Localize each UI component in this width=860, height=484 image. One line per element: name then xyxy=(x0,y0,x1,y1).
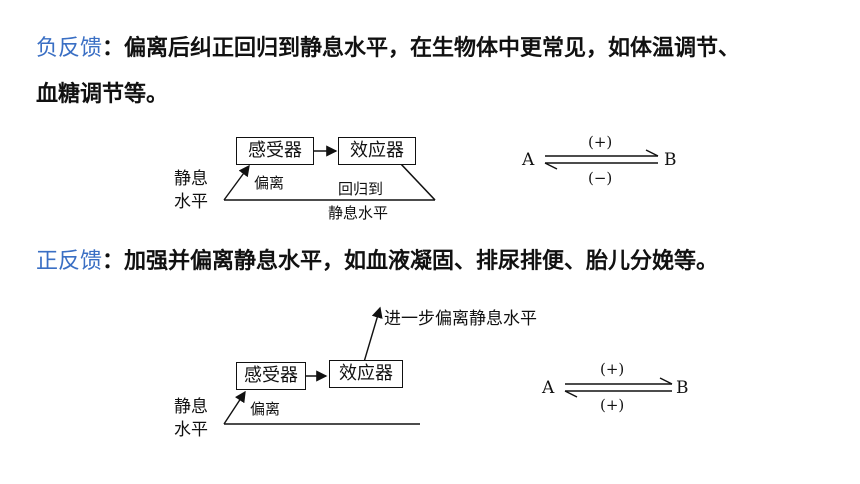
positive-eq-b: B xyxy=(676,378,689,398)
negative-rest-label-2: 水平 xyxy=(174,192,208,212)
negative-feedback-line-1: 负反馈：偏离后纠正回归到静息水平，在生物体中更常见，如体温调节、 xyxy=(36,30,740,62)
negative-feedback-line-2: 血糖调节等。 xyxy=(36,82,169,107)
positive-eq-bottom: (+) xyxy=(600,396,625,414)
positive-eq-a: A xyxy=(542,378,555,398)
negative-receptor-box: 感受器 xyxy=(236,137,314,165)
negative-return-label: 回归到 xyxy=(338,180,384,198)
positive-further-label: 进一步偏离静息水平 xyxy=(384,309,537,329)
positive-rest-label-1: 静息 xyxy=(174,397,208,417)
positive-equilibrium-arrows xyxy=(564,377,673,398)
negative-effector-box: 效应器 xyxy=(338,137,416,165)
positive-receptor-box: 感受器 xyxy=(236,362,306,390)
negative-feedback-loop xyxy=(223,145,436,201)
negative-eq-bottom: (−) xyxy=(588,169,613,187)
positive-feedback-loop xyxy=(223,306,420,425)
negative-eq-top: (+) xyxy=(588,133,613,151)
negative-eq-b: B xyxy=(664,150,677,170)
positive-feedback-line: 正反馈：加强并偏离静息水平，如血液凝固、排尿排便、胎儿分娩等。 xyxy=(36,243,718,275)
negative-feedback-term: 负反馈 xyxy=(36,36,103,61)
negative-deviate-label: 偏离 xyxy=(254,174,285,192)
negative-return-target-label: 静息水平 xyxy=(328,204,389,222)
positive-deviate-label: 偏离 xyxy=(250,400,281,418)
negative-rest-label-1: 静息 xyxy=(174,169,208,189)
negative-feedback-desc-1: ：偏离后纠正回归到静息水平，在生物体中更常见，如体温调节、 xyxy=(102,36,741,61)
negative-equilibrium-arrows xyxy=(544,149,659,170)
positive-rest-label-2: 水平 xyxy=(174,420,208,440)
positive-effector-box: 效应器 xyxy=(329,360,403,388)
positive-feedback-desc: ：加强并偏离静息水平，如血液凝固、排尿排便、胎儿分娩等。 xyxy=(102,249,719,274)
positive-feedback-term: 正反馈 xyxy=(36,249,103,274)
negative-eq-a: A xyxy=(522,150,535,170)
positive-eq-top: (+) xyxy=(600,360,625,378)
